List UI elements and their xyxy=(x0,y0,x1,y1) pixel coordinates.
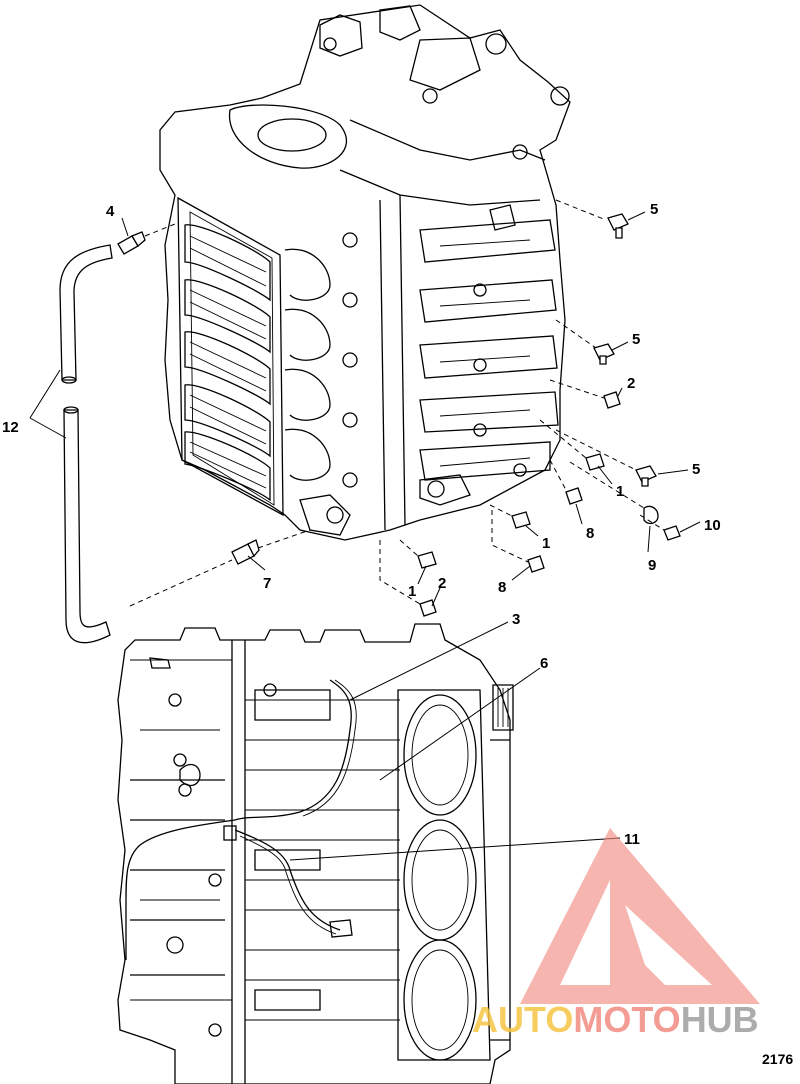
elbow-fittings-item-5 xyxy=(593,213,657,487)
callout-12: 12 xyxy=(2,419,19,436)
callout-1: 1 xyxy=(616,483,624,500)
callout-8: 8 xyxy=(498,579,506,596)
figure-number: 2176 xyxy=(762,1051,793,1067)
callout-3: 3 xyxy=(512,611,520,628)
watermark-hub: HUB xyxy=(681,999,759,1040)
callout-5: 5 xyxy=(692,461,700,478)
loose-parts xyxy=(59,213,681,644)
cylinder-block-side-view xyxy=(117,623,514,1084)
clamp-item-9 xyxy=(643,505,659,525)
callout-4: 4 xyxy=(106,203,115,220)
watermark-auto: AUTO xyxy=(472,999,573,1040)
leader-lines xyxy=(29,211,701,861)
callout-9: 9 xyxy=(648,557,656,574)
screw-item-10 xyxy=(663,525,681,541)
cylinder-bores xyxy=(397,689,491,1061)
watermark-logo: AUTOMOTOHUB xyxy=(472,828,760,1040)
callout-2: 2 xyxy=(627,375,635,392)
reed-openings xyxy=(184,224,271,502)
plugs-item-2 xyxy=(419,391,621,617)
callout-2: 2 xyxy=(438,575,446,592)
watermark-moto: MOTO xyxy=(573,999,680,1040)
callout-10: 10 xyxy=(704,517,721,534)
callout-11: 11 xyxy=(624,831,640,848)
callout-8: 8 xyxy=(586,525,594,542)
fitting-item-4 xyxy=(117,231,146,255)
svg-text:AUTOMOTOHUB: AUTOMOTOHUB xyxy=(472,999,759,1040)
callout-5: 5 xyxy=(632,331,640,348)
callout-6: 6 xyxy=(540,655,548,672)
watermark-triangle-mark xyxy=(520,828,760,1004)
callout-7: 7 xyxy=(263,575,271,592)
callout-1: 1 xyxy=(542,535,550,552)
callout-5: 5 xyxy=(650,201,658,218)
cylinder-block-isometric xyxy=(159,4,571,541)
caps-item-8 xyxy=(527,487,583,573)
callout-labels: 4 5 5 2 5 1 10 8 1 9 12 7 1 2 8 3 6 11 xyxy=(2,201,721,848)
hose-item-12 xyxy=(59,244,113,644)
fittings-item-1 xyxy=(417,453,605,569)
assembly-lines xyxy=(129,199,665,607)
callout-1: 1 xyxy=(408,583,416,600)
fitting-item-7 xyxy=(231,539,260,565)
